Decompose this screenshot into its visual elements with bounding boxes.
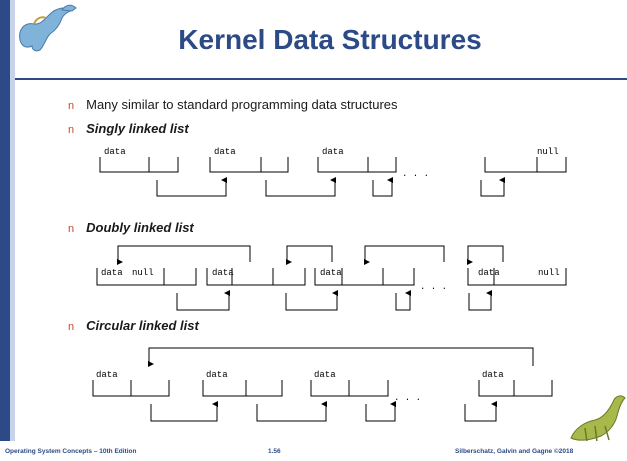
- doubly-label-1b: null: [132, 268, 154, 278]
- footer: [0, 441, 627, 461]
- footer-slide-number: 1.56: [268, 448, 281, 455]
- doubly-node-1: [96, 268, 197, 286]
- singly-node-3: [317, 157, 397, 173]
- circular-node-2: [202, 380, 283, 397]
- doubly-label-4b: null: [538, 268, 560, 278]
- bullet-item-4: n Circular linked list: [68, 318, 199, 333]
- title-divider: [15, 78, 627, 80]
- doubly-node-4: [467, 268, 567, 286]
- page-title: Kernel Data Structures: [178, 24, 482, 55]
- doubly-node-3: [314, 268, 415, 286]
- doubly-label-3: data: [320, 268, 342, 278]
- circular-label-2: data: [206, 370, 228, 380]
- bullet-text: Doubly linked list: [86, 220, 194, 235]
- footer-book-title: Operating System Concepts – 10th Edition: [5, 448, 137, 455]
- bullet-text: Singly linked list: [86, 121, 189, 136]
- singly-ellipsis: . . .: [402, 169, 429, 179]
- circular-node-3: [310, 380, 389, 397]
- bullet-item-3: n Doubly linked list: [68, 220, 194, 235]
- circular-node-4: [478, 380, 553, 397]
- footer-copyright: Silberschatz, Galvin and Gagne ©2018: [455, 448, 574, 455]
- singly-label-1: data: [104, 147, 126, 157]
- doubly-label-1a: data: [101, 268, 123, 278]
- bullet-marker: n: [68, 100, 75, 112]
- doubly-node-2: [206, 268, 306, 286]
- bullet-marker: n: [68, 124, 75, 136]
- dinosaur-footer-icon: [570, 395, 626, 443]
- circular-label-4: data: [482, 370, 504, 380]
- singly-label-4: null: [537, 147, 559, 157]
- dinosaur-logo-icon: [19, 4, 77, 52]
- bullet-text: Circular linked list: [86, 318, 199, 333]
- bullet-marker: n: [68, 321, 75, 333]
- circular-label-3: data: [314, 370, 336, 380]
- singly-label-2: data: [214, 147, 236, 157]
- singly-node-1: [99, 157, 179, 173]
- doubly-ellipsis: . . .: [420, 282, 447, 292]
- bullet-marker: n: [68, 223, 75, 235]
- singly-node-2: [209, 157, 289, 173]
- singly-label-3: data: [322, 147, 344, 157]
- singly-node-4: [484, 157, 567, 173]
- circular-label-1: data: [96, 370, 118, 380]
- doubly-label-4a: data: [478, 268, 500, 278]
- doubly-label-2: data: [212, 268, 234, 278]
- circular-node-1: [92, 380, 170, 397]
- bullet-item-2: n Singly linked list: [68, 121, 189, 136]
- left-accent-bar-light: [10, 0, 15, 461]
- bullet-text: Many similar to standard programming dat…: [86, 97, 398, 112]
- circular-ellipsis: . . .: [394, 393, 421, 403]
- left-accent-bar: [0, 0, 10, 461]
- bullet-item-1: n Many similar to standard programming da…: [68, 97, 398, 112]
